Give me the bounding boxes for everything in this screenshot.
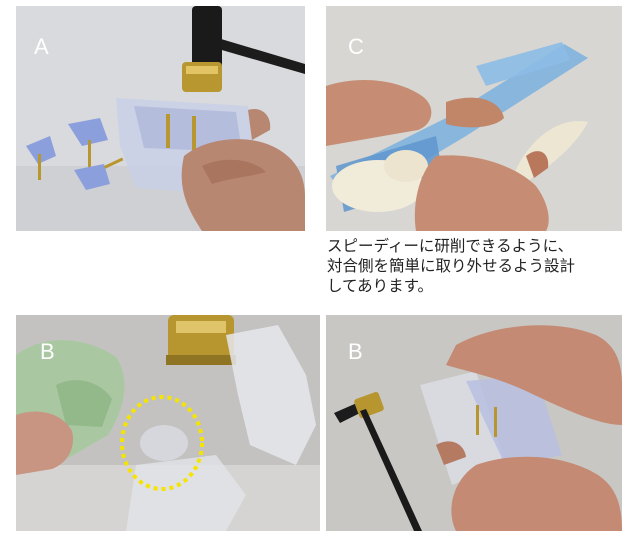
photo-b-assembly-label: B [348,339,363,364]
caption: スピーディーに研削できるように、 対合側を簡単に取り外せるよう設計 してあります… [327,236,627,296]
caption-line-2: 対合側を簡単に取り外せるよう設計 [327,257,576,275]
photo-c-label: C [348,34,364,59]
caption-line-1: スピーディーに研削できるように、 [327,237,574,255]
photo-b-closeup: B [16,315,320,531]
photo-a: A [16,6,305,231]
photo-a-image [16,6,305,231]
photo-b-assembly: B [326,315,622,531]
photo-b-closeup-label: B [40,339,55,364]
caption-line-3: してあります。 [327,277,434,295]
photo-b-closeup-image [16,315,320,531]
photo-c: C [326,6,622,231]
photo-a-label: A [34,34,49,59]
photo-c-image [326,6,622,231]
photo-b-assembly-image [326,315,622,531]
